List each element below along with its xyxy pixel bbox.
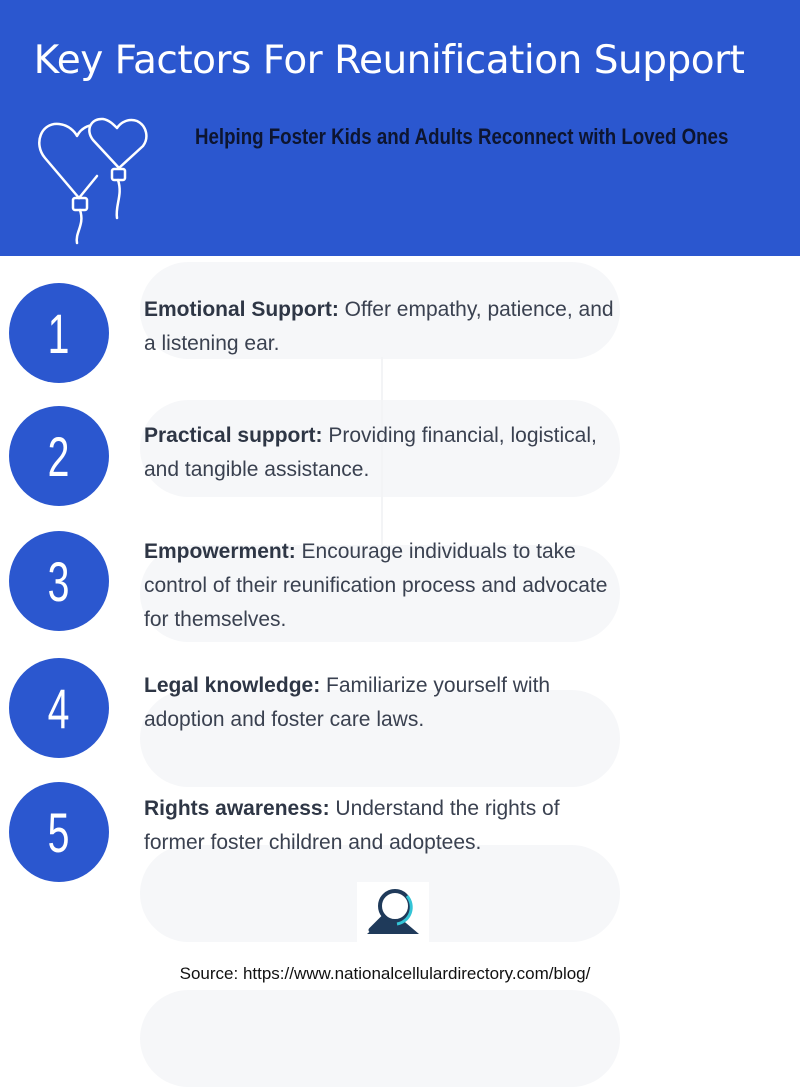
national-cellular-logo [357, 882, 429, 954]
background-pill [140, 990, 620, 1087]
page-subtitle: Helping Foster Kids and Adults Reconnect… [195, 124, 729, 149]
number-badge-2: 2 [9, 406, 109, 506]
number-badge-5: 5 [9, 782, 109, 882]
page-title: Key Factors For Reunification Support [33, 38, 745, 83]
number-badge-4: 4 [9, 658, 109, 758]
factor-item-5: Rights awareness: Understand the rights … [144, 797, 560, 854]
background-pill [140, 400, 620, 497]
magnifier-logo-icon [367, 889, 419, 934]
background-pill [140, 545, 620, 642]
number-badge-3: 3 [9, 531, 109, 631]
divider-line [381, 357, 383, 547]
factor-item-3: Empowerment: Encourage individuals to ta… [144, 540, 608, 631]
header-banner: Key Factors For Reunification Support He… [0, 0, 800, 256]
source-citation: Source: https://www.nationalcellulardire… [179, 964, 591, 983]
number-badge-1: 1 [9, 283, 109, 383]
background-pill [140, 690, 620, 787]
factor-item-4: Legal knowledge: Familiarize yourself wi… [144, 674, 551, 731]
heart-balloons-icon [38, 117, 148, 245]
factor-item-2: Practical support: Providing financial, … [144, 424, 597, 481]
background-pill [140, 262, 620, 359]
factor-item-1: Emotional Support: Offer empathy, patien… [144, 298, 614, 355]
